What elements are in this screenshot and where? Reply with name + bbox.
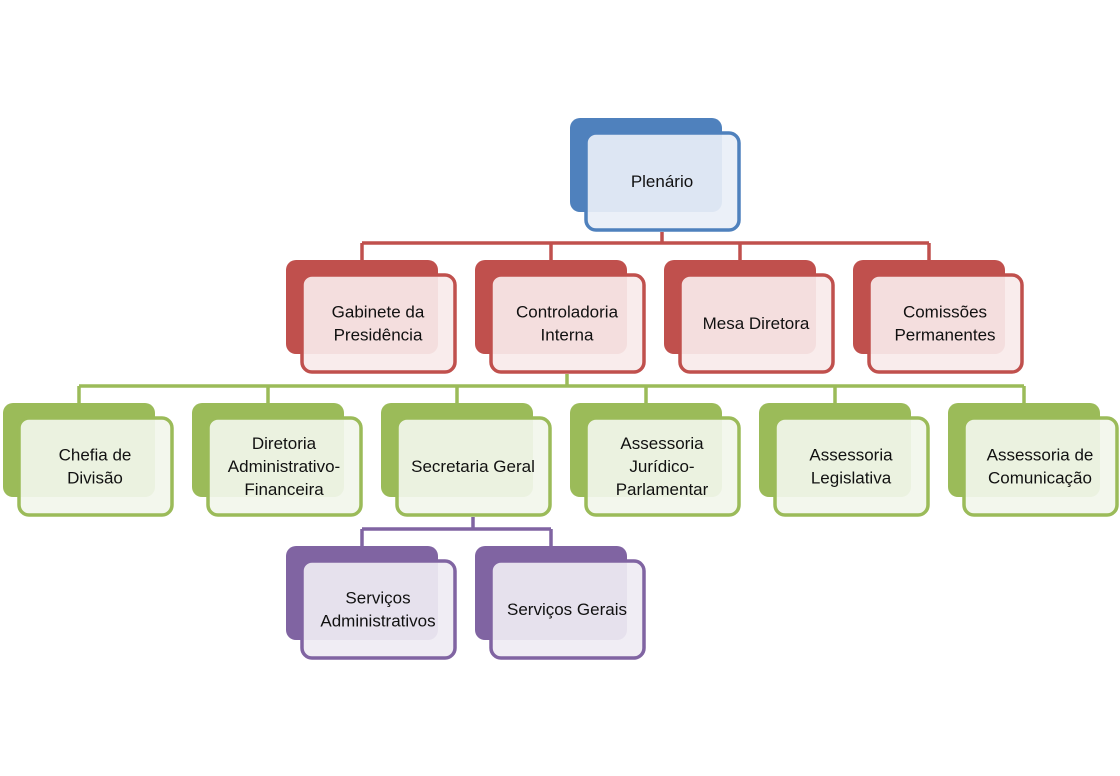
node-front-card [17, 416, 174, 517]
node-label: Gabinete da Presidência [332, 303, 425, 345]
node-label-line: Mesa Diretora [703, 314, 810, 333]
node-front-card [395, 416, 552, 517]
node-label-line: Secretaria Geral [411, 457, 535, 476]
node-label-line: Financeira [244, 480, 324, 499]
node-label-line: Gabinete da [332, 303, 425, 322]
node-label: Secretaria Geral [411, 457, 535, 476]
node-front-card [489, 559, 646, 660]
node-label-line: Administrativo- [228, 457, 340, 476]
node-label-line: Divisão [67, 469, 123, 488]
node-front-card [678, 273, 835, 374]
node-label: Serviços Gerais [507, 600, 627, 619]
node-plenario: Plenário [570, 118, 741, 232]
node-label: Mesa Diretora [703, 314, 810, 333]
node-label-line: Presidência [334, 326, 423, 345]
connector-secretaria-geral [360, 517, 553, 546]
node-label-line: Permanentes [894, 326, 995, 345]
node-label-line: Legislativa [811, 469, 892, 488]
node-front-card [867, 273, 1024, 374]
node-label-line: Comunicação [988, 469, 1092, 488]
node-label-line: Assessoria de [987, 446, 1094, 465]
node-label-line: Comissões [903, 303, 987, 322]
node-front-card [300, 273, 457, 374]
node-label-line: Jurídico- [629, 457, 694, 476]
node-front-card [300, 559, 457, 660]
node-servicos-gerais: Serviços Gerais [475, 546, 646, 660]
node-label-line: Parlamentar [616, 480, 709, 499]
node-label: Assessoria de Comunicação [987, 446, 1094, 488]
node-secretaria-geral: Secretaria Geral [381, 403, 552, 517]
node-label-line: Controladoria [516, 303, 619, 322]
node-label-line: Assessoria [809, 446, 893, 465]
node-label-line: Assessoria [620, 434, 704, 453]
node-front-card [773, 416, 930, 517]
node-front-card [962, 416, 1119, 517]
node-label-line: Diretoria [252, 434, 317, 453]
node-label-line: Administrativos [320, 612, 435, 631]
connector-plenario [360, 232, 931, 260]
node-label-line: Serviços [345, 589, 410, 608]
node-chefia-de-divisao: Chefia de Divisão [3, 403, 174, 517]
connectors [77, 232, 1026, 546]
node-mesa-diretora: Mesa Diretora [664, 260, 835, 374]
node-label-line: Serviços Gerais [507, 600, 627, 619]
node-label-line: Chefia de [59, 446, 132, 465]
node-assessoria-de-comunicacao: Assessoria de Comunicação [948, 403, 1119, 517]
node-label-line: Interna [541, 326, 594, 345]
node-label: Plenário [631, 172, 693, 191]
node-label-line: Plenário [631, 172, 693, 191]
node-front-card [206, 416, 363, 517]
node-gabinete-da-presidencia: Gabinete da Presidência [286, 260, 457, 374]
node-front-card [584, 131, 741, 232]
node-front-card [584, 416, 741, 517]
node-front-card [489, 273, 646, 374]
node-label: Chefia de Divisão [59, 446, 132, 488]
connector-controladoria-interna [77, 374, 1026, 403]
